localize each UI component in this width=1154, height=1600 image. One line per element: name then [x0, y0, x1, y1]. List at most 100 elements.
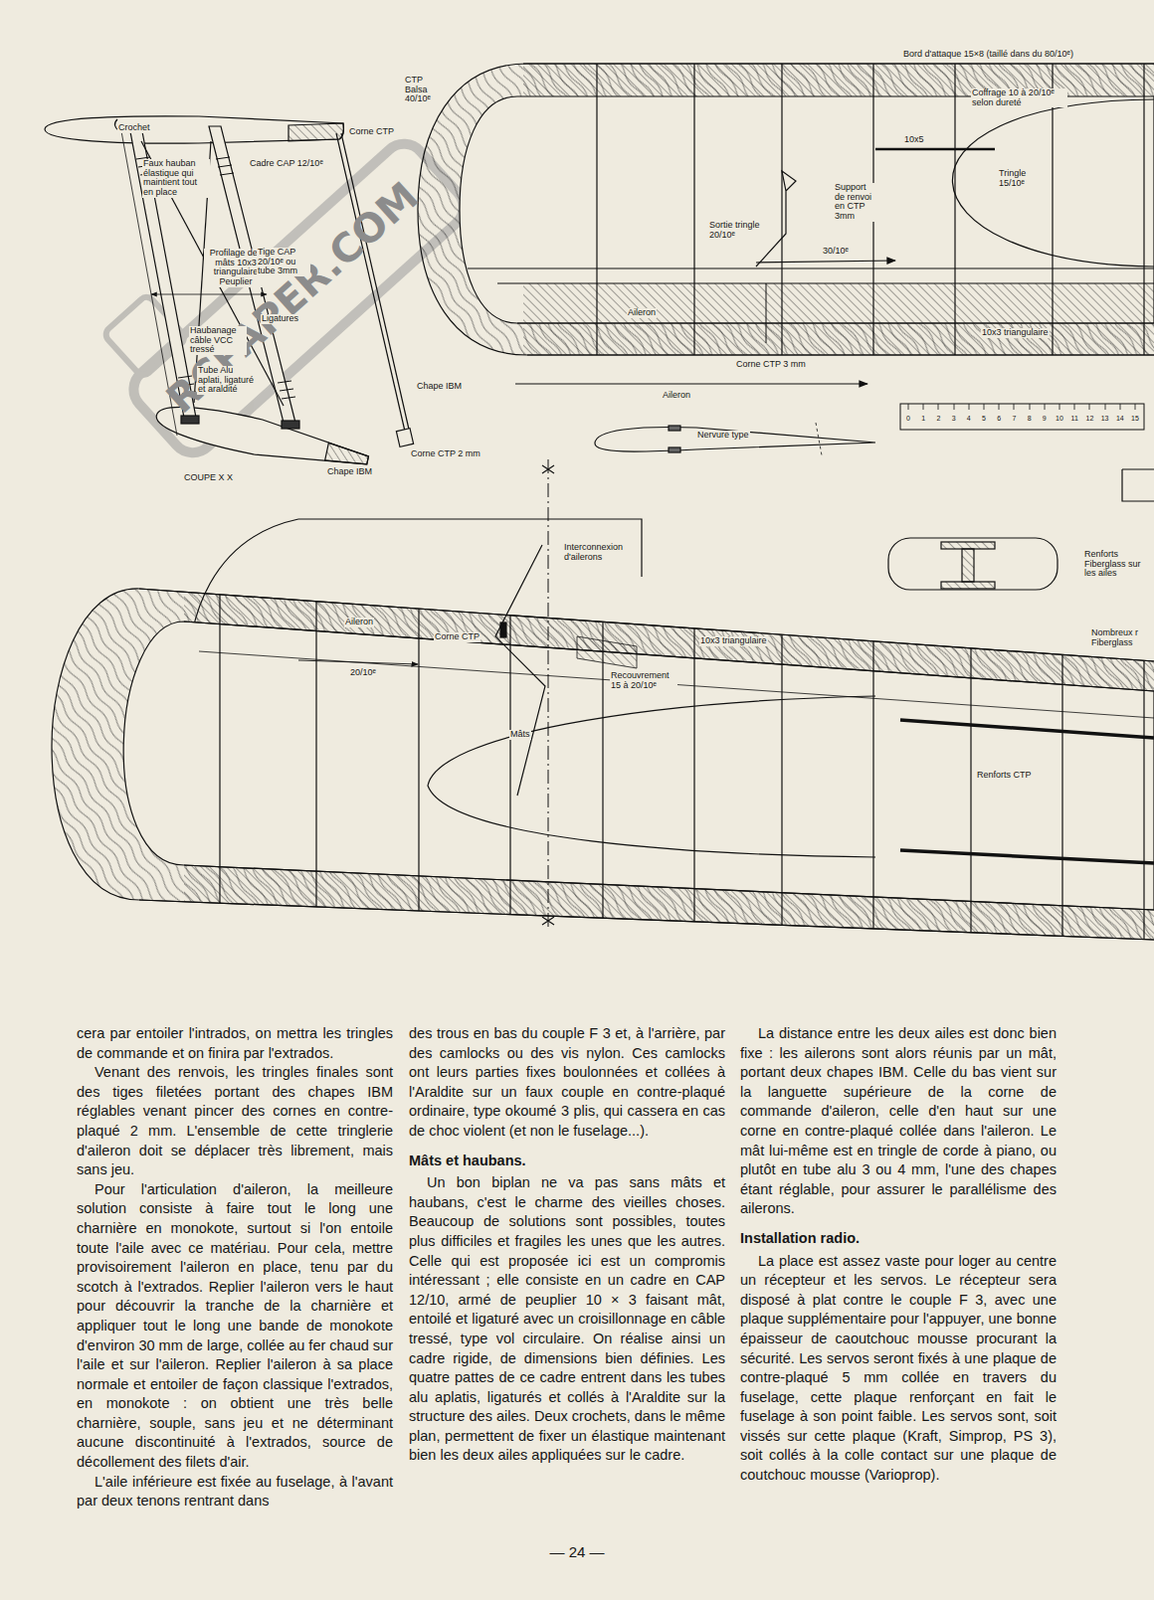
scale-number: 4 — [963, 414, 974, 422]
upper-wing-plan-part — [497, 282, 1154, 284]
body-text: cera par entoiler l'intrados, on mettra … — [76, 1024, 393, 1064]
drawing-label: 30/10ᵉ — [821, 246, 850, 257]
upper-wing-plan-part — [527, 354, 1154, 356]
page-number: — 24 — — [527, 1543, 627, 1561]
lower-wing-plan-part — [219, 594, 1145, 941]
rib-profile-part — [908, 403, 1136, 410]
scale-number: 5 — [978, 414, 989, 422]
body-text: La place est assez vaste pour loger au c… — [740, 1252, 1057, 1487]
drawing-label: Corne CTP 3 mm — [735, 360, 807, 371]
scale-number: 9 — [1039, 414, 1050, 422]
upper-wing-plan-part — [523, 62, 1154, 64]
scale-number: 2 — [933, 414, 944, 422]
spar-section-part — [941, 581, 995, 589]
scale-number: 1 — [918, 414, 929, 422]
drawing-label: Nervure type — [696, 430, 751, 441]
upper-wing-plan-part — [467, 267, 1154, 269]
upper-wing-plan-part — [596, 63, 1145, 356]
upper-wing-plan-part — [952, 99, 1154, 267]
upper-wing-plan-part — [756, 171, 796, 267]
lower-wing-plan — [51, 459, 1154, 941]
drawing-label: Ligatures — [260, 314, 300, 325]
spar-section-part — [888, 538, 1058, 590]
lower-wing-plan-part — [139, 588, 1154, 662]
upper-wing-plan-part — [756, 260, 896, 263]
scale-number: 11 — [1069, 414, 1080, 422]
drawing-label: Chape IBM — [326, 467, 374, 478]
section-heading: Installation radio. — [740, 1229, 1057, 1250]
upper-wing-plan-part — [517, 322, 1154, 324]
spar-section — [888, 538, 1058, 590]
drawing-label: CTP Balsa 40/10ᵉ — [403, 75, 440, 105]
lower-wing-plan-part — [548, 459, 550, 931]
drawing-label: 10x3 triangulaire — [699, 636, 769, 647]
rib-profile-part — [1122, 469, 1154, 502]
drawing-label: 20/10ᵉ — [349, 668, 378, 679]
drawing-label: Crochet — [117, 123, 152, 134]
lower-wing-plan-part — [900, 720, 1154, 739]
spar-section-part — [961, 549, 974, 582]
drawing-label: Chape IBM — [415, 382, 463, 392]
lower-wing-plan-part — [184, 865, 1154, 941]
drawing-label: Support de renvoi en CTP 3mm — [833, 183, 878, 222]
lower-wing-plan-part — [298, 660, 418, 665]
watermark-stamp — [88, 94, 473, 462]
upper-wing-plan-part — [515, 383, 868, 385]
scale-number: 13 — [1100, 414, 1111, 422]
lower-wing-plan-part — [900, 850, 1154, 864]
scale-number: 6 — [993, 414, 1004, 422]
scale-number: 3 — [949, 414, 960, 422]
lower-wing-plan-part — [577, 636, 637, 669]
drawing-label: Interconnexion d'ailerons — [563, 543, 637, 563]
rib-profile-part — [668, 425, 681, 431]
drawing-label: Aileron — [661, 390, 692, 401]
drawing-label: Recouvrement 15 à 20/10ᵉ — [609, 671, 678, 691]
rib-profile-part — [815, 422, 822, 456]
rib-profile-part — [668, 447, 681, 453]
drawing-label: Nombreux r Fiberglass — [1090, 628, 1153, 648]
drawing-label: Corne CTP 2 mm — [409, 449, 482, 460]
lower-wing-plan-part — [495, 545, 546, 796]
strut-section-part — [151, 294, 267, 296]
upper-wing-plan-part — [766, 283, 768, 344]
body-text: Venant des renvois, les tringles finales… — [76, 1063, 393, 1181]
rib-profile-part — [900, 403, 1145, 430]
drawing-label: Faux hauban élastique qui maintient tout… — [142, 159, 210, 198]
spar-section-part — [941, 542, 995, 550]
scale-number: 7 — [1008, 414, 1019, 422]
rib-profile-part — [594, 427, 876, 453]
body-text: La distance entre les deux ailes est don… — [740, 1024, 1057, 1220]
strut-section — [44, 116, 414, 479]
strut-section-part — [288, 123, 345, 142]
drawing-label: COUPE X X — [183, 473, 234, 484]
body-text: des trous en bas du couple F 3 et, à l'a… — [408, 1024, 726, 1143]
lower-wing-plan-part — [184, 591, 1154, 692]
drawing-label: Tringle 15/10ᵉ — [997, 169, 1042, 189]
strut-section-part — [281, 420, 300, 429]
upper-wing-plan-part — [417, 63, 1154, 356]
scale-number: 15 — [1130, 414, 1141, 422]
upper-wing-plan-part — [523, 283, 1154, 356]
scale-number: 14 — [1115, 414, 1126, 422]
lower-wing-plan-part — [427, 696, 876, 858]
drawing-label: Aileron — [626, 308, 657, 319]
drawing-label: Tige CAP 20/10ᵉ ou tube 3mm — [256, 247, 311, 277]
drawing-label: Corne CTP — [433, 632, 481, 643]
drawing-label: Cadre CAP 12/10ᵉ — [248, 159, 325, 170]
scale-number: 12 — [1084, 414, 1095, 422]
rib-profile — [594, 403, 1154, 502]
upper-wing-plan — [417, 63, 1154, 385]
drawing-label: Coffrage 10 à 20/10ᵉ selon dureté — [970, 88, 1068, 108]
lower-wing-plan-part — [298, 519, 642, 577]
lower-wing-plan-part — [184, 865, 1154, 911]
section-heading: Mâts et haubans. — [408, 1152, 726, 1172]
drawing-label: Mâts — [509, 730, 532, 741]
body-text: Pour l'articulation d'aileron, la meille… — [76, 1180, 393, 1474]
upper-wing-plan-part — [875, 148, 995, 152]
lower-wing-plan-part — [51, 588, 1154, 941]
strut-section-part — [44, 116, 345, 144]
body-text: Un bon biplan ne va pas sans mâts et hau… — [408, 1173, 726, 1467]
strut-section-part — [395, 428, 413, 448]
